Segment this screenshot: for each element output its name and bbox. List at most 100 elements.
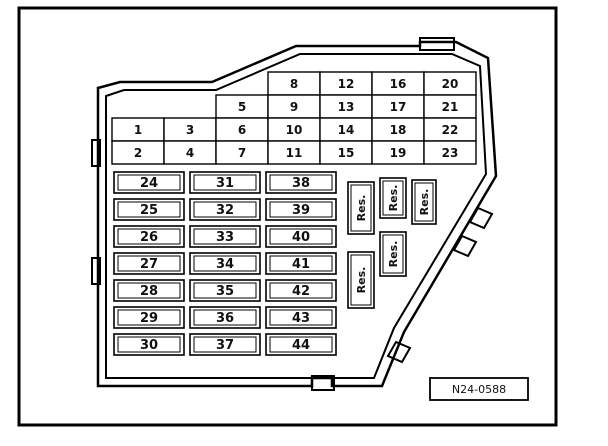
fuse-slot-inner bbox=[269, 282, 333, 299]
fuse-slot-inner bbox=[193, 282, 257, 299]
fuse-slot bbox=[113, 333, 185, 356]
fuse-number: 6 bbox=[238, 123, 246, 137]
fuse-slot-inner bbox=[117, 174, 181, 191]
fuse-number: 2 bbox=[134, 146, 142, 160]
fuse-slot-inner bbox=[117, 282, 181, 299]
reserve-slot bbox=[379, 231, 407, 277]
fuse-slot bbox=[189, 252, 261, 275]
fuse-slot bbox=[113, 306, 185, 329]
fuse-number: 37 bbox=[216, 338, 234, 353]
fuse-number: 12 bbox=[338, 77, 355, 91]
fuse-number: 8 bbox=[290, 77, 298, 91]
fuse-number: 21 bbox=[442, 100, 459, 114]
reserve-slot bbox=[347, 181, 375, 235]
fuse-number: 44 bbox=[292, 338, 310, 353]
fuse-number: 14 bbox=[338, 123, 355, 137]
fuse-number: 5 bbox=[238, 100, 246, 114]
fuse-slot-inner bbox=[117, 201, 181, 218]
reserve-label: Res. bbox=[418, 189, 431, 216]
fuse-slot-inner bbox=[117, 336, 181, 353]
fuse-slot-inner bbox=[193, 255, 257, 272]
reserve-slot bbox=[379, 177, 407, 219]
fuse-number: 23 bbox=[442, 146, 459, 160]
fuse-slot bbox=[265, 306, 337, 329]
fuse-box-housing-inner bbox=[105, 53, 488, 379]
fuse-number: 39 bbox=[292, 203, 310, 218]
fuse-slot bbox=[189, 279, 261, 302]
fuse-number: 16 bbox=[390, 77, 407, 91]
fuse-number: 40 bbox=[292, 230, 310, 245]
reserve-slot-inner bbox=[382, 234, 404, 274]
fuse-number: 28 bbox=[140, 284, 158, 299]
fuse-slot-inner bbox=[117, 309, 181, 326]
housing-right-clip-lower bbox=[386, 340, 412, 364]
reserve-label: Res. bbox=[387, 185, 400, 212]
fuse-number: 43 bbox=[292, 311, 310, 326]
fuse-number: 11 bbox=[286, 146, 303, 160]
fuse-slot bbox=[189, 306, 261, 329]
fuse-number: 42 bbox=[292, 284, 310, 299]
fuse-slot bbox=[265, 225, 337, 248]
fuse-number: 27 bbox=[140, 257, 158, 272]
housing-bottom-tab bbox=[311, 375, 335, 391]
reserve-slot-inner bbox=[382, 180, 404, 216]
fuse-number: 19 bbox=[390, 146, 407, 160]
fuse-number: 35 bbox=[216, 284, 234, 299]
fuse-number: 7 bbox=[238, 146, 246, 160]
fuse-slot-inner bbox=[193, 201, 257, 218]
fuse-slot-inner bbox=[269, 174, 333, 191]
fuse-number: 3 bbox=[186, 123, 194, 137]
fuse-number: 13 bbox=[338, 100, 355, 114]
fuse-number: 29 bbox=[140, 311, 158, 326]
fuse-number: 41 bbox=[292, 257, 310, 272]
fuse-number: 25 bbox=[140, 203, 158, 218]
fuse-slot bbox=[189, 333, 261, 356]
reserve-slots: Res.Res.Res.Res.Res. bbox=[347, 177, 437, 309]
fuse-number: 22 bbox=[442, 123, 459, 137]
housing-right-clip-upper bbox=[468, 206, 494, 230]
fuse-slot bbox=[113, 279, 185, 302]
reserve-slot-inner bbox=[414, 182, 434, 222]
fuse-slot-inner bbox=[269, 228, 333, 245]
fuse-number: 18 bbox=[390, 123, 407, 137]
fuse-number: 10 bbox=[286, 123, 303, 137]
fuse-number: 24 bbox=[140, 176, 158, 191]
fuse-number: 26 bbox=[140, 230, 158, 245]
fuse-slot bbox=[265, 171, 337, 194]
fuse-slot bbox=[189, 225, 261, 248]
housing-left-clip-lower bbox=[91, 257, 101, 285]
reference-code-box bbox=[429, 377, 529, 401]
fuse-slot-inner bbox=[117, 255, 181, 272]
reserve-slot bbox=[347, 251, 375, 309]
reserve-slot-inner bbox=[350, 254, 372, 306]
fuse-number: 33 bbox=[216, 230, 234, 245]
fuse-slot bbox=[265, 333, 337, 356]
fuse-slot-inner bbox=[193, 174, 257, 191]
fuse-number: 31 bbox=[216, 176, 234, 191]
fuse-number: 36 bbox=[216, 311, 234, 326]
housing-top-tab bbox=[419, 37, 455, 51]
fuse-slot bbox=[189, 171, 261, 194]
fuse-number: 20 bbox=[442, 77, 459, 91]
large-fuse-columns: 2425262728293031323334353637383940414243… bbox=[113, 171, 337, 356]
fuse-number: 38 bbox=[292, 176, 310, 191]
fuse-number: 34 bbox=[216, 257, 234, 272]
reserve-slot-inner bbox=[350, 184, 372, 232]
fuse-slot bbox=[265, 198, 337, 221]
fuse-slot bbox=[113, 225, 185, 248]
fuse-number: 4 bbox=[186, 146, 194, 160]
fuse-slot-inner bbox=[269, 201, 333, 218]
fuse-slot bbox=[189, 198, 261, 221]
fuse-slot bbox=[113, 198, 185, 221]
housing-left-clip-upper bbox=[91, 139, 101, 167]
fuse-number: 32 bbox=[216, 203, 234, 218]
fuse-slot bbox=[113, 252, 185, 275]
fuse-slot-inner bbox=[269, 255, 333, 272]
fuse-slot-inner bbox=[193, 336, 257, 353]
fuse-slot-inner bbox=[117, 228, 181, 245]
fuse-cell bbox=[423, 140, 477, 165]
diagram-frame bbox=[17, 6, 558, 427]
fuse-slot bbox=[265, 279, 337, 302]
fuse-slot bbox=[265, 252, 337, 275]
